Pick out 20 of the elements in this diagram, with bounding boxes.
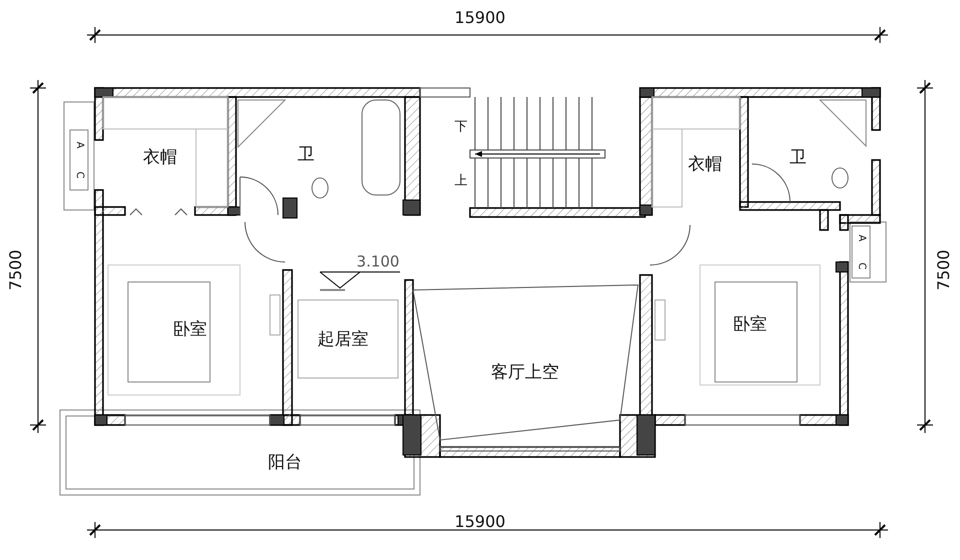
ac-label: C	[856, 262, 866, 270]
room-label: 阳台	[268, 454, 302, 472]
room-label: 客厅上空	[491, 364, 559, 382]
ac-label: A	[856, 234, 866, 242]
dimension-text: 15900	[454, 10, 506, 26]
dimension-text: 7500	[8, 250, 24, 290]
room-label: 卫	[298, 146, 314, 164]
room-label: 卫	[790, 150, 806, 166]
elevation-text: 3.100	[356, 254, 400, 270]
room-label: 卧室	[733, 316, 767, 334]
stair-label: 上	[454, 174, 468, 188]
ac-label: A	[74, 142, 84, 148]
room-label: 衣帽	[688, 156, 722, 174]
room-label: 衣帽	[143, 150, 177, 166]
dimension-text: 15900	[454, 514, 506, 530]
room-label: 卧室	[173, 322, 207, 338]
room-label: 起居室	[318, 332, 368, 348]
ac-label: C	[74, 172, 84, 178]
stair-label: 下	[454, 120, 468, 134]
dimension-text: 7500	[936, 250, 952, 290]
